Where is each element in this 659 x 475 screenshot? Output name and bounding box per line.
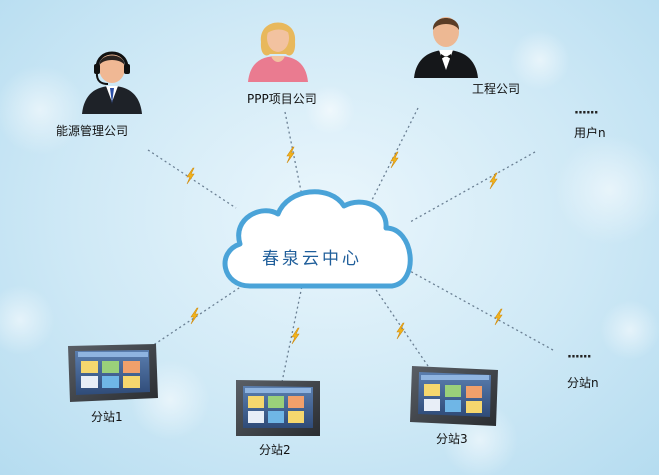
link-substation-3 — [371, 283, 429, 367]
lightning-icon — [286, 146, 295, 164]
engineering-company-label: 工程公司 — [472, 82, 521, 96]
ppp-company-label: PPP项目公司 — [247, 92, 317, 106]
lightning-icon — [494, 308, 503, 326]
lightning-icon — [190, 307, 199, 325]
energy-company-label: 能源管理公司 — [56, 124, 129, 138]
link-substation-2 — [281, 285, 303, 383]
lightning-bolts — [186, 146, 503, 345]
cloud-center-label: 春泉云中心 — [262, 249, 362, 269]
touch-panel-icon — [236, 380, 320, 436]
person-icon — [414, 17, 478, 78]
user-n-ellipsis: ······ — [574, 106, 599, 121]
touch-panel-icon — [68, 344, 158, 402]
substation-3-label: 分站3 — [436, 432, 468, 446]
person-icon — [82, 51, 142, 114]
substation-n-label: 分站n — [567, 376, 599, 390]
link-ppp-company — [284, 111, 303, 197]
person-icon — [248, 22, 308, 82]
lightning-icon — [396, 322, 405, 340]
substation-2-label: 分站2 — [259, 443, 291, 457]
link-substation-1 — [145, 281, 249, 351]
cloud-icon — [222, 189, 413, 289]
user-n-label: 用户n — [574, 126, 606, 140]
substation-n-ellipsis: ······ — [567, 350, 592, 365]
link-substation-n — [407, 269, 554, 351]
lightning-icon — [390, 151, 399, 169]
connection-lines — [145, 107, 554, 383]
substation-1-label: 分站1 — [91, 410, 123, 424]
lightning-icon — [186, 167, 195, 185]
link-energy-company — [147, 149, 237, 209]
lightning-icon — [291, 327, 300, 345]
link-user-n — [409, 151, 536, 223]
lightning-icon — [489, 172, 498, 190]
touch-panel-icon — [410, 366, 498, 426]
